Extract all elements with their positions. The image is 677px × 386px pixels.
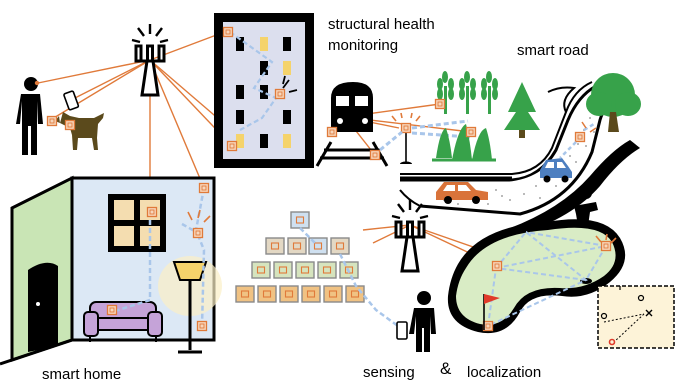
car-icon <box>436 182 488 204</box>
sensor-tag-icon <box>400 122 412 134</box>
caption-smart-home: smart home <box>42 366 122 383</box>
caption-sensing: sensing <box>363 364 415 381</box>
dog-icon <box>55 112 104 150</box>
caption-localization: localization <box>467 364 542 381</box>
sensor-tag-icon <box>326 126 338 138</box>
person-icon <box>409 291 436 352</box>
sofa-icon <box>83 301 163 342</box>
box-stack-icon <box>235 211 365 303</box>
crops-icon <box>432 71 498 162</box>
sensor-tag-icon <box>482 320 494 332</box>
phone-icon <box>63 90 80 111</box>
sensor-tag-icon <box>146 206 158 218</box>
caption-smart-road: smart road <box>517 42 589 59</box>
car-icon <box>540 158 572 183</box>
sensor-tag-icon <box>274 88 286 100</box>
sensor-tag-icon <box>198 182 210 194</box>
golf-course-icon <box>447 219 626 334</box>
sensor-tag-icon <box>106 304 118 316</box>
sensor-tag-icon <box>369 149 381 161</box>
golfer-icon <box>567 183 601 226</box>
sensor-tag-icon <box>192 227 204 239</box>
sensor-tag-icon <box>465 126 477 138</box>
sensor-tag-icon <box>574 131 586 143</box>
caption-structural-health: structural health monitoring <box>328 16 435 54</box>
person-icon <box>16 77 43 155</box>
sensor-node-icon <box>391 112 421 167</box>
flag-icon <box>483 294 500 330</box>
lamp-icon <box>158 256 222 354</box>
sensor-tag-icon <box>434 98 446 110</box>
phone-icon <box>396 321 408 340</box>
cell-tower-icon <box>390 198 430 273</box>
sensor-tag-icon <box>600 240 612 252</box>
sensor-tag-icon <box>46 115 58 127</box>
sensor-tag-icon <box>226 140 238 152</box>
tree-icon <box>504 73 641 138</box>
sensor-tag-icon <box>64 119 76 131</box>
sensor-tag-icon <box>491 260 503 272</box>
map-inset-icon <box>597 285 675 349</box>
caption-ampersand: & <box>440 359 452 378</box>
sensor-tag-icon <box>222 26 234 38</box>
window-icon <box>108 194 166 252</box>
sensor-tag-icon <box>196 320 208 332</box>
house-icon <box>0 175 216 366</box>
cell-tower-icon <box>130 22 170 97</box>
